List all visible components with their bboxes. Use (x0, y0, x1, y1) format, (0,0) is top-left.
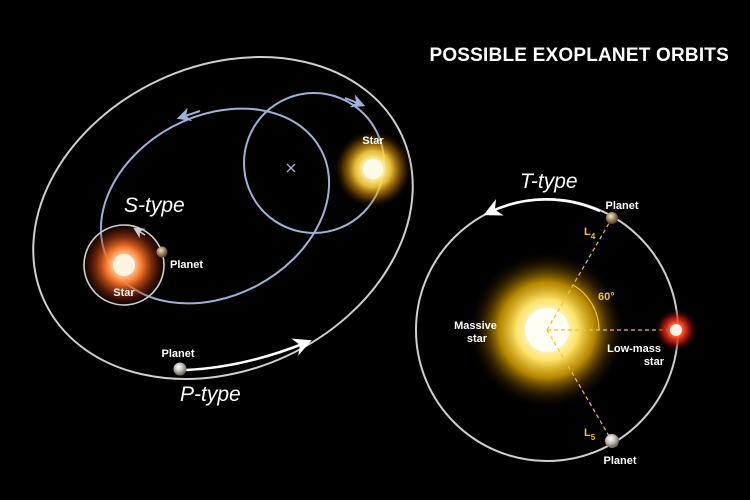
right-star-label: Star (362, 135, 384, 147)
l4-planet (606, 212, 618, 224)
t-type-label: T-type (520, 170, 578, 193)
p-type-arrow (185, 338, 312, 372)
l5-planet (605, 434, 619, 448)
p-type-planet (173, 362, 187, 376)
planet-s-orbit (83, 224, 165, 306)
angle-label: 60° (598, 291, 615, 303)
left-star-label: Star (113, 287, 135, 299)
low-mass-star-label: Low-mass star (607, 343, 665, 368)
trojan-system: T-type Planet Planet L4 L5 60° Massive s… (415, 170, 698, 467)
page-title: POSSIBLE EXOPLANET ORBITS (429, 45, 729, 66)
bottom-planet-label: Planet (603, 455, 636, 467)
s-type-label: S-type (124, 194, 185, 217)
top-planet-label: Planet (605, 200, 638, 212)
l5-dashed-line (546, 329, 613, 442)
s-type-planet (156, 246, 168, 258)
l4-label: L4 (584, 226, 596, 241)
left-star-core (113, 254, 135, 276)
massive-star-label: Massive star (454, 320, 500, 345)
p-type-planet-label: Planet (161, 348, 194, 360)
blue-orbit-arrow-right (344, 94, 366, 108)
p-type-label: P-type (180, 383, 241, 406)
binary-star-system: Star Star Planet Planet S-type P-type (32, 56, 414, 406)
low-mass-star-core (670, 324, 682, 336)
planet-s-orbit-arrow (133, 227, 146, 239)
l4-dashed-line (546, 217, 613, 331)
right-star-core (363, 159, 383, 179)
angle-arc (572, 284, 600, 331)
p-type-orbit (32, 56, 414, 380)
blue-orbit-arrow-left (176, 107, 201, 121)
s-type-planet-label: Planet (170, 259, 203, 271)
l5-label: L5 (584, 427, 596, 442)
t-type-arrow (483, 198, 601, 216)
barycenter-icon (286, 163, 296, 173)
